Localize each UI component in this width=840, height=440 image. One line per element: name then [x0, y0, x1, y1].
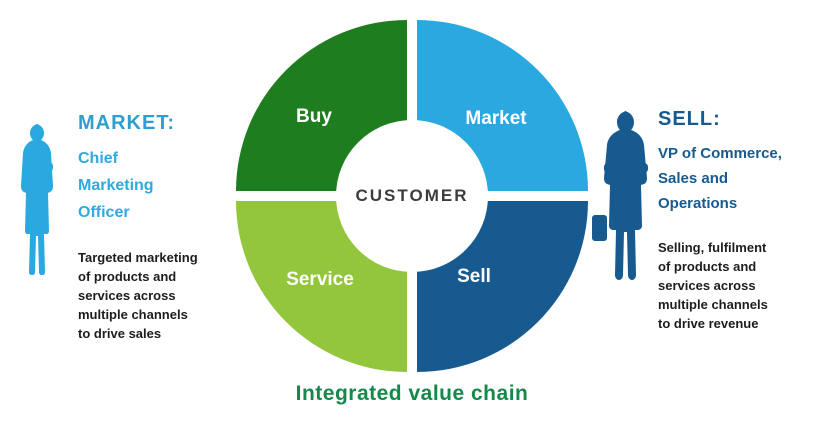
sell-description-line: of products and — [658, 259, 757, 274]
customer-label: CUSTOMER — [355, 186, 469, 205]
marketer-person-icon — [15, 123, 63, 283]
quadrant-label-sell: Sell — [457, 266, 491, 287]
sell-description-line: multiple channels — [658, 297, 768, 312]
market-role-line: Chief — [78, 150, 118, 167]
market-role: Chief Marketing Officer — [78, 145, 228, 226]
sell-panel: SELL: VP of Commerce, Sales and Operatio… — [658, 108, 836, 333]
sell-heading: SELL: — [658, 108, 721, 130]
market-description: Targeted marketing of products and servi… — [78, 248, 228, 343]
market-role-line: Officer — [78, 204, 130, 221]
quadrant-label-service: Service — [286, 269, 354, 290]
sell-role-line: Sales and — [658, 170, 729, 187]
quadrant-label-market: Market — [465, 108, 527, 129]
sell-role-line: VP of Commerce, — [658, 145, 782, 162]
market-description-line: to drive sales — [78, 326, 162, 341]
sell-role-line: Operations — [658, 195, 738, 212]
market-description-line: services across — [78, 288, 176, 303]
sell-role: VP of Commerce, Sales and Operations — [658, 141, 836, 216]
sell-description-line: services across — [658, 278, 756, 293]
market-role-line: Marketing — [78, 177, 154, 194]
market-description-line: of products and — [78, 269, 177, 284]
market-description-line: multiple channels — [78, 307, 188, 322]
diagram-caption: Integrated value chain — [295, 382, 529, 405]
seller-person-icon — [592, 111, 660, 289]
quadrant-label-buy: Buy — [296, 106, 332, 127]
sell-description: Selling, fulfilment of products and serv… — [658, 238, 836, 333]
market-description-line: Targeted marketing — [78, 250, 198, 265]
sell-description-line: Selling, fulfilment — [658, 240, 767, 255]
market-panel: MARKET: Chief Marketing Officer Targeted… — [78, 112, 228, 343]
customer-hub: CUSTOMER — [336, 120, 488, 272]
value-chain-wheel: Buy Market Service Sell CUSTOMER — [236, 20, 588, 372]
sell-description-line: to drive revenue — [658, 316, 759, 331]
market-heading: MARKET: — [78, 112, 175, 134]
